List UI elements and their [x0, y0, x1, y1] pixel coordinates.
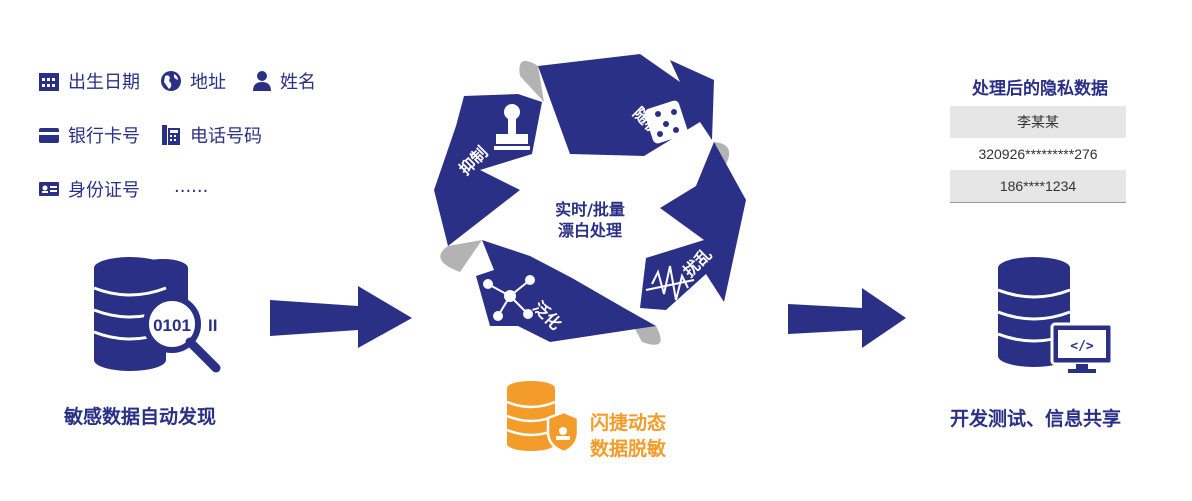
field-birthdate: 出生日期 [38, 68, 140, 94]
cycle-center-subtitle: 漂白处理 [557, 221, 622, 240]
svg-text:</>: </> [1070, 339, 1094, 354]
field-label: 银行卡号 [68, 126, 140, 147]
generalize-icon [483, 275, 535, 321]
field-more: ...... [174, 176, 208, 197]
table-row: 186****1234 [950, 170, 1126, 202]
table-title: 处理后的隐私数据 [972, 79, 1108, 99]
field-phone: 电话号码 [160, 122, 262, 148]
flow-arrow-right [788, 288, 906, 348]
field-label: 地址 [190, 72, 226, 93]
right-caption: 开发测试、信息共享 [950, 408, 1122, 430]
phone-icon [162, 125, 180, 145]
dice-icon [644, 100, 688, 144]
product-name-line2: 数据脱敏 [590, 438, 667, 460]
ellipsis-label: ...... [174, 176, 209, 197]
waveform-icon [645, 265, 695, 301]
field-bank-card: 银行卡号 [38, 122, 140, 148]
orange-database-shield-icon [506, 381, 580, 454]
svg-text:0101: 0101 [153, 316, 191, 335]
calendar-icon [39, 73, 59, 91]
credit-card-icon [39, 128, 59, 143]
globe-icon [161, 71, 181, 91]
masking-cycle-diagram: 随机 扰乱 泛化 抑制 [434, 54, 746, 345]
person-icon [253, 71, 271, 91]
database-code-icon: </> [997, 257, 1114, 373]
field-label: 电话号码 [190, 126, 262, 147]
field-address: 地址 [160, 68, 226, 94]
field-id-number: 身份证号 [38, 176, 140, 202]
database-search-icon: 0101 II [93, 257, 221, 373]
cycle-center-title: 实时/批量 [555, 200, 625, 219]
field-label: 姓名 [280, 72, 316, 93]
table-row: 320926*********276 [978, 146, 1098, 162]
svg-text:II: II [208, 316, 217, 335]
table-row: 李某某 [950, 106, 1126, 138]
id-card-icon [39, 182, 59, 196]
product-name-line1: 闪捷动态 [590, 412, 667, 434]
flow-arrow-left [270, 286, 412, 348]
left-caption: 敏感数据自动发现 [64, 406, 217, 428]
field-label: 身份证号 [68, 180, 140, 201]
table-bottom-border [950, 202, 1126, 203]
field-name: 姓名 [252, 68, 316, 94]
stamp-icon [494, 104, 530, 150]
field-label: 出生日期 [68, 72, 140, 93]
